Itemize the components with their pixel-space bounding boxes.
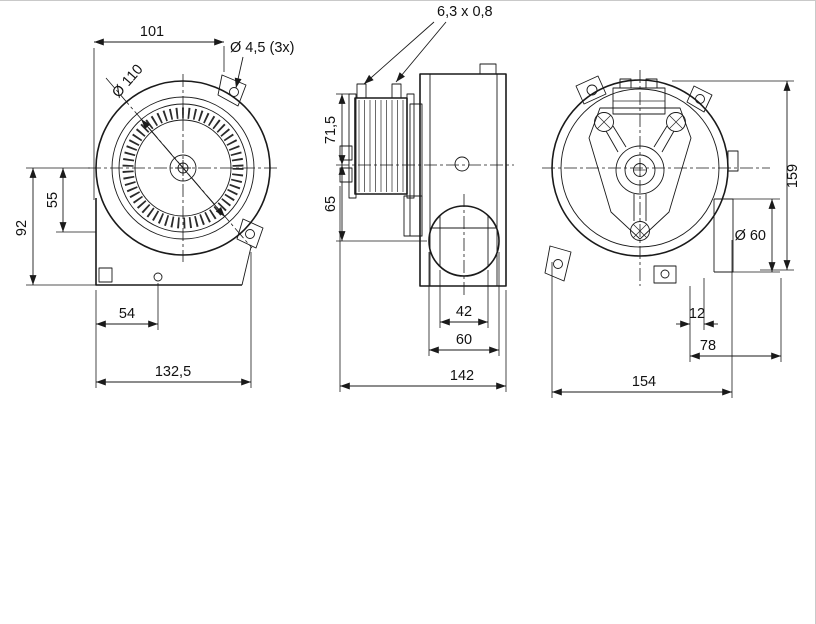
spade-terminal <box>356 83 367 99</box>
front-mount-hole-top <box>229 87 239 97</box>
leader-terminal <box>363 21 435 85</box>
rear-discharge-flange <box>714 198 734 273</box>
side-shaft-boss <box>454 156 470 172</box>
leader-terminal <box>395 21 447 83</box>
rear-terminal-tab <box>645 78 658 89</box>
side-top-tab <box>479 63 497 75</box>
dim-side-outlet-flange: 60 <box>456 332 472 348</box>
rear-side-tab <box>727 150 739 172</box>
dim-front-impeller-dia: Ø 110 <box>109 62 146 102</box>
dim-side-upper-height: 71,5 <box>323 116 339 144</box>
dim-side-lower-height: 65 <box>323 196 339 212</box>
side-lower-bracket <box>403 195 423 237</box>
rear-mount-tab-topright <box>686 85 713 113</box>
dim-front-left-height: 92 <box>14 220 30 236</box>
spade-terminal <box>391 83 402 99</box>
dim-front-hole-dia: Ø 4,5 (3x) <box>230 40 294 56</box>
front-base-hole <box>153 272 163 282</box>
front-mount-hole-bottom <box>245 229 255 239</box>
rear-mount-hole-topright <box>695 94 705 104</box>
rear-strut <box>605 130 619 153</box>
side-motor-endcap <box>406 93 415 199</box>
front-base-foot <box>98 267 113 283</box>
dim-rear-overall-width: 154 <box>632 374 656 390</box>
side-view: 6,3 x 0,8 71,5 65 42 60 142 <box>323 4 514 392</box>
rear-foot-bottom-hole <box>660 269 670 279</box>
dim-rear-edge-offset: 12 <box>689 306 705 322</box>
rear-screw-topright <box>666 112 686 132</box>
dim-front-top-width: 101 <box>140 24 164 40</box>
dim-side-terminal: 6,3 x 0,8 <box>437 4 493 20</box>
front-impeller-dia-arrows <box>140 119 226 217</box>
screw-cross <box>596 114 612 130</box>
dim-front-foot-offset: 54 <box>119 306 135 322</box>
front-view: Ø 110 101 Ø 4,5 (3x) 92 55 54 132,5 <box>14 24 294 388</box>
dim-front-inner-offset: 55 <box>45 192 61 208</box>
rear-screw-topleft <box>594 112 614 132</box>
rear-foot-bottom <box>653 265 677 284</box>
rear-foot-left <box>544 245 572 282</box>
side-motor-stack <box>354 97 408 195</box>
dim-side-outlet-inner: 42 <box>456 304 472 320</box>
dim-rear-outlet-dia: Ø 60 <box>735 228 766 244</box>
rear-terminal-tab <box>619 78 632 89</box>
front-base-slant <box>241 246 252 286</box>
rear-mount-hole-topleft <box>586 84 598 96</box>
dim-front-overall-width: 132,5 <box>155 364 191 380</box>
rear-strut <box>653 125 668 148</box>
rear-strut <box>661 130 675 153</box>
side-housing-body <box>419 73 507 287</box>
screw-cross <box>668 114 684 130</box>
dim-side-overall-depth: 142 <box>450 368 474 384</box>
rear-view: 159 Ø 60 12 78 154 <box>542 70 801 398</box>
dim-rear-overall-height: 159 <box>785 164 801 188</box>
rear-strut <box>612 125 627 148</box>
rear-mount-tab-topleft <box>575 75 607 105</box>
leader-front-hole <box>234 56 244 89</box>
dim-rear-side-width: 78 <box>700 338 716 354</box>
side-outlet-flange <box>428 205 500 277</box>
rear-motor-bracket <box>588 107 692 240</box>
rear-foot-left-hole <box>553 259 563 269</box>
